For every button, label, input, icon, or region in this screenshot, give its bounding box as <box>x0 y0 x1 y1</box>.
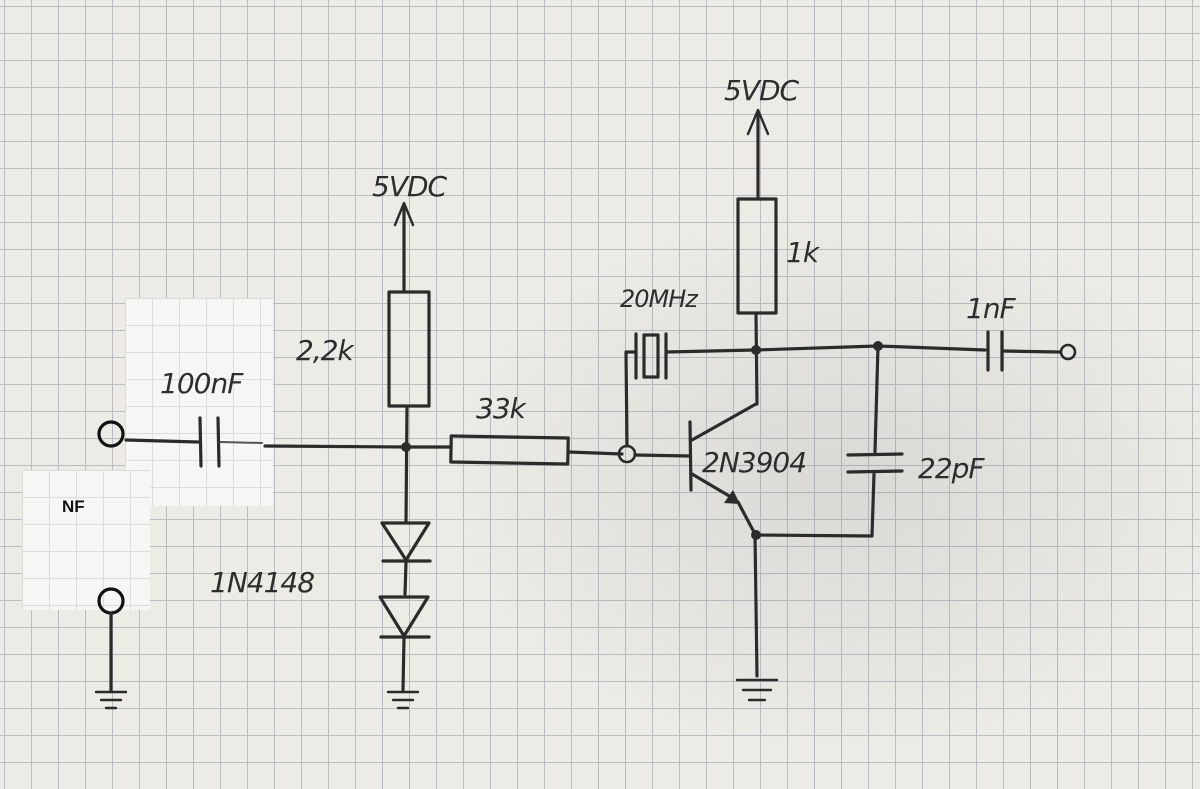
cap-wire-gap <box>219 441 263 444</box>
label-2-2k: 2,2k <box>296 334 356 367</box>
label-33k: 33k <box>476 392 528 425</box>
output-rail-wire <box>754 344 879 352</box>
bias-node-vertical <box>404 405 409 525</box>
label-20mhz: 20MHz <box>620 285 699 313</box>
label-100nf: 100nF <box>160 367 244 400</box>
output-terminal <box>1059 343 1077 361</box>
node-wire-left <box>263 444 407 449</box>
resistor-33k <box>449 434 570 466</box>
diode-link-wire <box>403 560 408 596</box>
supply-arrow-left <box>393 201 415 292</box>
input-wire <box>124 438 200 444</box>
crystal-20mhz <box>634 332 668 380</box>
ground-symbol-input <box>94 611 128 710</box>
wire-to-1nf <box>876 344 987 352</box>
supply-arrow-right <box>746 108 770 200</box>
crystal-wire-right <box>665 348 757 354</box>
label-2n3904: 2N3904 <box>702 446 806 479</box>
cap-22pf-wire-top <box>873 344 880 454</box>
diode-1n4148-lower <box>378 595 431 639</box>
label-22pf: 22pF <box>918 452 985 485</box>
resistor-2-2k <box>387 290 431 408</box>
output-wire <box>1001 349 1062 354</box>
output-capacitor-1nf <box>986 330 1004 372</box>
input-capacitor-100nf <box>198 416 221 468</box>
crystal-wire-left <box>624 350 638 448</box>
wire-to-base <box>633 453 692 458</box>
label-5vdc-right: 5VDC <box>724 74 800 107</box>
label-1n4148: 1N4148 <box>210 566 314 599</box>
wire-33k-to-base <box>567 450 624 456</box>
ground-symbol-diodes <box>386 636 420 710</box>
input-terminal-top <box>97 420 125 448</box>
collector-wire <box>754 312 759 406</box>
capacitor-22pf <box>846 452 904 474</box>
cap-22pf-wire-bottom <box>755 472 876 538</box>
transistor-2n3904 <box>688 402 758 504</box>
paste-patch-nf <box>22 470 150 610</box>
input-terminal-bottom <box>97 587 125 615</box>
label-1nf: 1nF <box>966 292 1017 325</box>
diode-1n4148-upper <box>380 521 432 563</box>
emitter-wire <box>736 500 759 678</box>
label-5vdc-left: 5VDC <box>372 170 448 203</box>
label-1k: 1k <box>786 236 821 269</box>
resistor-1k <box>736 197 778 315</box>
label-nf: NF <box>62 497 85 516</box>
ground-symbol-emitter <box>735 678 779 702</box>
